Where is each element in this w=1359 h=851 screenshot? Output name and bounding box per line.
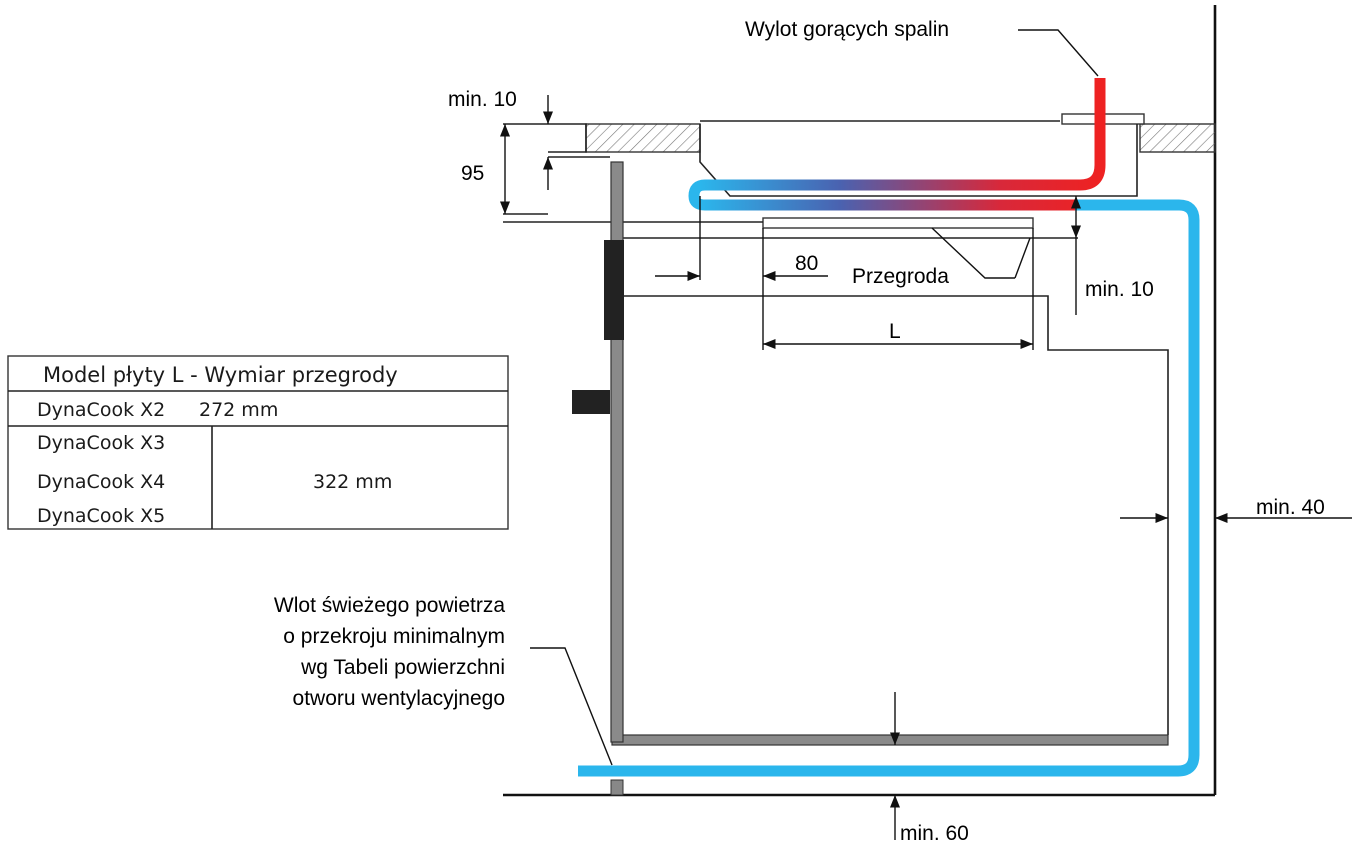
partition-leader-2 [1014, 237, 1031, 279]
fresh-air-leader [530, 647, 613, 766]
offset-label: 80 [795, 252, 818, 275]
partition-label: Przegroda [852, 265, 949, 288]
oven-control-panel [604, 240, 624, 340]
table-border [7, 355, 509, 530]
hob-body [699, 124, 1138, 197]
partition-leader-1 [931, 227, 1015, 279]
countertop-outline [503, 123, 587, 153]
oven-handle [572, 390, 610, 414]
countertop-left [585, 123, 701, 153]
fresh-air-line-2: o przekroju minimalnym [283, 625, 505, 648]
cold-air-flow [578, 199, 1200, 777]
oven-outline [622, 295, 1169, 735]
table-row-1-model: DynaCook X2 [37, 399, 165, 421]
hot-air-flow [688, 78, 1106, 211]
exhaust-leader [1018, 29, 1099, 77]
height-label: 95 [461, 162, 484, 185]
table-row-2-model-1: DynaCook X3 [37, 432, 165, 454]
partition-gap-label: min. 10 [1085, 278, 1154, 301]
plinth-foot [610, 779, 624, 796]
fresh-air-label: Wlot świeżego powietrza o przekroju mini… [274, 594, 505, 710]
fresh-air-line-4: otworu wentylacyjnego [293, 687, 505, 710]
dimensions [499, 29, 1352, 840]
partition-plate [762, 217, 1034, 229]
airflow-path [578, 78, 1200, 777]
fresh-air-line-1: Wlot świeżego powietrza [274, 594, 505, 617]
table-row-2-value: 322 mm [313, 471, 392, 493]
table-row-1-value: 272 mm [199, 399, 278, 421]
partition-length-label: L [889, 320, 901, 343]
partition-size-table: Model płyty L - Wymiar przegrody DynaCoo… [7, 355, 509, 530]
fresh-air-line-3: wg Tabeli powierzchni [300, 656, 505, 679]
cabinet-structure [503, 5, 1217, 797]
top-gap-label: min. 10 [448, 88, 517, 111]
hot-exhaust-label: Wylot gorących spalin [745, 18, 949, 41]
table-row-2-model-2: DynaCook X4 [37, 471, 165, 493]
table-row-2-model-3: DynaCook X5 [37, 505, 165, 527]
side-gap-label: min. 40 [1256, 496, 1325, 519]
countertop-right [1139, 123, 1216, 153]
bottom-gap-label: min. 60 [900, 822, 969, 845]
oven-bottom-shelf [611, 734, 1169, 746]
table-header: Model płyty L - Wymiar przegrody [43, 363, 398, 387]
